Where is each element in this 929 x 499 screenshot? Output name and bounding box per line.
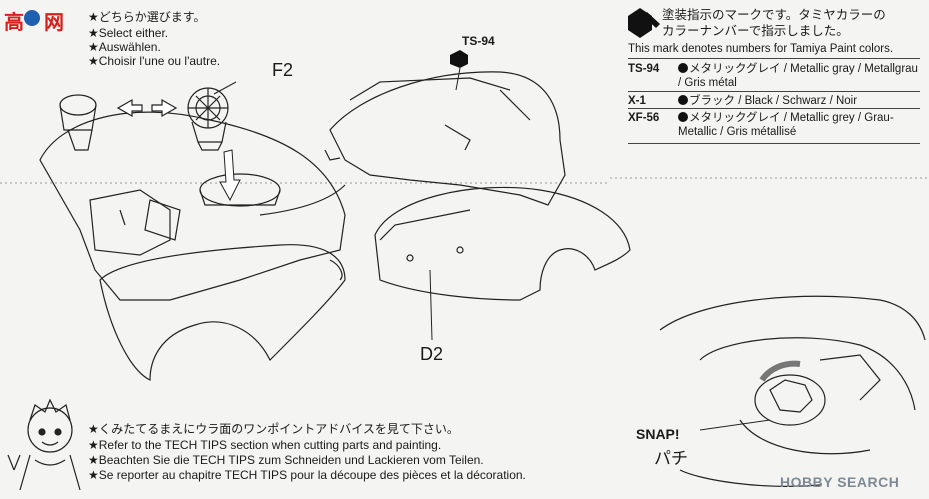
color-dot-icon (678, 63, 688, 73)
paint-note-jp-2: カラーナンバーで指示しました。 (662, 23, 849, 38)
label-f2: F2 (272, 60, 294, 80)
legend-desc: メタリックグレイ / Metallic gray / Metallgrau / … (678, 63, 918, 89)
legend-desc: ブラック / Black / Schwarz / Noir (689, 95, 858, 107)
paint-note-jp-1: 塗装指示のマークです。タミヤカラーの (662, 7, 886, 22)
mechanic-mascot (7, 398, 81, 491)
snap-rotation-arrow-icon (759, 360, 801, 382)
snap-leader (699, 419, 771, 431)
label-snap: SNAP! (636, 426, 680, 442)
logo-char-1: 高 (4, 12, 24, 34)
legend-code: XF-56 (628, 112, 660, 124)
fan-part-f2 (187, 87, 229, 151)
color-dot-icon (678, 112, 688, 122)
legend-row-ts94: TS-94 メタリックグレイ / Metallic gray / Metallg… (628, 62, 920, 92)
legend-rule-bottom (628, 143, 920, 144)
tips-fr: ★Se reporter au chapitre TECH TIPS pour … (88, 468, 526, 482)
right-upper-shell (324, 71, 566, 206)
tips-de: ★Beachten Sie die TECH TIPS zum Schneide… (88, 453, 484, 467)
ts94-leader (455, 67, 461, 91)
label-ts94: TS-94 (462, 34, 495, 48)
right-lower-shell-d2 (374, 186, 631, 301)
paint-mark-icon (628, 8, 652, 38)
tips-en: ★Refer to the TECH TIPS section when cut… (88, 438, 442, 452)
choose-fr: ★Choisir l'une ou l'autre. (88, 54, 221, 68)
color-dot-icon (678, 95, 688, 105)
legend-code: TS-94 (628, 63, 660, 75)
legend-rule (628, 91, 920, 92)
choose-de: ★Auswählen. (88, 40, 161, 54)
hobby-search-watermark: HOBBY SEARCH (780, 474, 900, 490)
paint-note-en: This mark denotes numbers for Tamiya Pai… (628, 43, 894, 55)
legend-row-xf56: XF-56 メタリックグレイ / Metallic grey / Grau-Me… (628, 111, 920, 141)
legend-desc: メタリックグレイ / Metallic grey / Grau-Metallic… (678, 112, 894, 138)
snap-detail-inset (659, 295, 926, 487)
fan-part-alternative (59, 94, 97, 151)
swap-arrows-icon (116, 98, 178, 118)
legend-row-x1: X-1 ブラック / Black / Schwarz / Noir (628, 94, 920, 110)
insert-arrow-icon (219, 149, 241, 202)
left-body-part (39, 111, 346, 381)
choose-jp: ★どちらか選びます。 (88, 10, 206, 24)
site-logo: 高 网 (4, 6, 66, 36)
legend-rule (628, 108, 920, 109)
label-snap-jp: パチ (654, 449, 688, 469)
tips-jp: ★くみたてるまえにウラ面のワンポイントアドバイスを見て下さい。 (88, 422, 459, 436)
legend-rule-top (628, 58, 920, 59)
choose-en: ★Select either. (88, 26, 169, 40)
logo-char-2: 网 (44, 12, 64, 34)
legend-code: X-1 (628, 95, 646, 107)
ts94-paint-mark-icon (450, 50, 468, 68)
logo-globe-icon (24, 10, 40, 26)
label-d2: D2 (420, 344, 444, 364)
